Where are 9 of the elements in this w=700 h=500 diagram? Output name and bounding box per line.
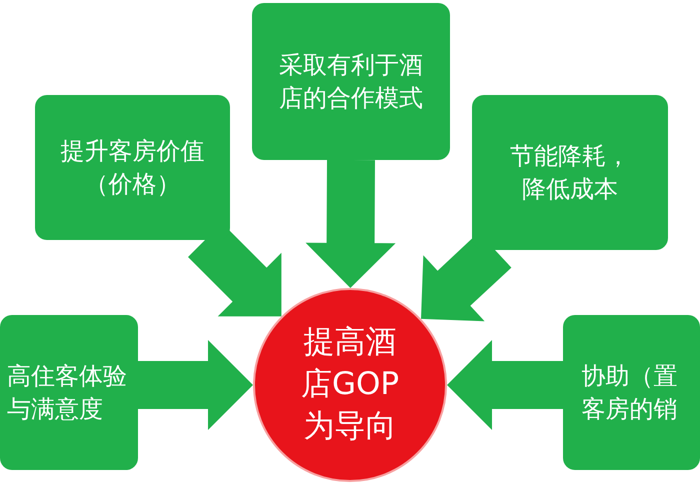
block-arrow [306, 160, 396, 288]
goal-circle: 提高酒店GOP为导向 [253, 288, 447, 482]
process-box: 节能降耗，降低成本 [472, 95, 668, 250]
process-box: 提升客房价值（价格） [35, 95, 230, 240]
process-box: 高住客体验与满意度 [0, 315, 138, 470]
block-arrow [447, 340, 563, 430]
block-arrow [138, 340, 253, 430]
process-box: 协助（置客房的销 [563, 315, 700, 470]
process-box: 采取有利于酒店的合作模式 [252, 3, 450, 160]
